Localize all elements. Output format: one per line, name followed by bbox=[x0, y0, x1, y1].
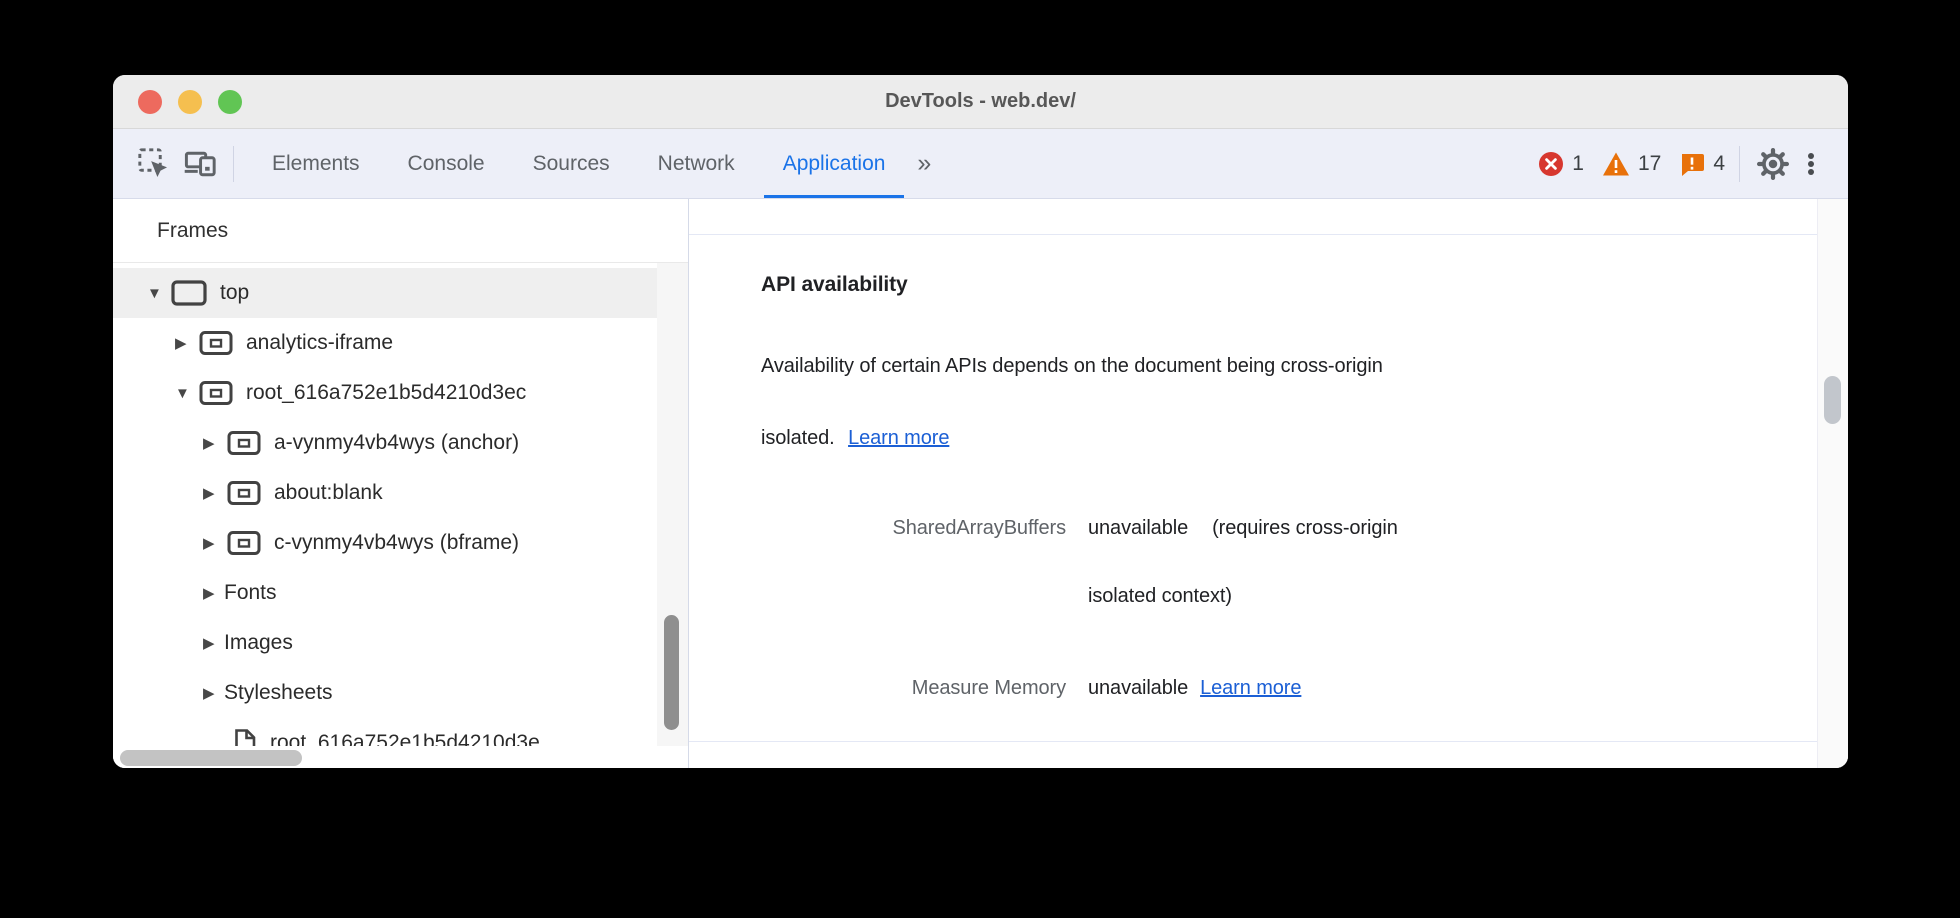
iframe-icon bbox=[227, 530, 261, 556]
more-tabs-button[interactable]: » bbox=[909, 149, 941, 178]
close-window-button[interactable] bbox=[138, 89, 162, 114]
window-controls bbox=[138, 89, 242, 114]
tab-console[interactable]: Console bbox=[407, 151, 485, 175]
kebab-menu-icon bbox=[1798, 147, 1824, 181]
devtools-window: DevTools - web.dev/ Ele bbox=[113, 75, 1848, 768]
expander-right-icon[interactable]: ▶ bbox=[203, 485, 215, 502]
section-heading: API availability bbox=[761, 273, 908, 296]
expander-right-icon[interactable]: ▶ bbox=[203, 535, 215, 552]
tree-item-stylesheets[interactable]: ▶ Stylesheets bbox=[203, 681, 333, 704]
sidebar-horizontal-scrollbar[interactable] bbox=[113, 746, 688, 768]
tab-application[interactable]: Application bbox=[759, 129, 910, 198]
iframe-icon bbox=[199, 380, 233, 406]
tree-item-analytics-iframe[interactable]: ▶ analytics-iframe bbox=[175, 330, 394, 356]
description-line-2: isolated. Learn more bbox=[761, 427, 950, 449]
frames-sidebar: Frames ▼ top ▶ analytics-iframe bbox=[113, 199, 689, 768]
toolbar-divider bbox=[233, 145, 234, 182]
issues-count: 4 bbox=[1713, 151, 1725, 175]
status-badges: 1 17 bbox=[1520, 142, 1830, 186]
frames-tree: ▼ top ▶ analytics-iframe ▼ bbox=[113, 263, 688, 768]
iframe-icon bbox=[227, 480, 261, 506]
api-row-measure-memory: Measure Memory unavailable Learn more bbox=[761, 654, 1848, 722]
section-description: Availability of certain APIs depends on … bbox=[761, 330, 1848, 474]
expander-down-icon[interactable]: ▼ bbox=[175, 384, 190, 402]
warning-count: 17 bbox=[1637, 151, 1662, 175]
main-vertical-scrollbar[interactable] bbox=[1817, 199, 1848, 768]
iframe-icon bbox=[227, 430, 261, 456]
expander-right-icon[interactable]: ▶ bbox=[203, 685, 215, 702]
expander-right-icon[interactable]: ▶ bbox=[203, 585, 215, 602]
devtools-toolbar: Elements Console Sources Network Applica… bbox=[113, 129, 1848, 199]
section-divider bbox=[689, 234, 1817, 235]
frame-icon bbox=[171, 279, 207, 307]
toggle-device-toolbar-button[interactable] bbox=[181, 142, 219, 186]
description-line-1: Availability of certain APIs depends on … bbox=[761, 355, 1383, 377]
api-availability-panel: API availability Availability of certain… bbox=[689, 199, 1848, 768]
learn-more-link[interactable]: Learn more bbox=[1200, 677, 1302, 699]
minimize-window-button[interactable] bbox=[178, 89, 202, 114]
sidebar-vertical-scrollbar-thumb[interactable] bbox=[664, 615, 679, 730]
issues-icon bbox=[1679, 151, 1705, 177]
window-title: DevTools - web.dev/ bbox=[885, 90, 1076, 112]
settings-gear-icon bbox=[1756, 147, 1790, 181]
inspect-icon bbox=[137, 147, 171, 181]
section-divider bbox=[689, 741, 1817, 742]
api-name: SharedArrayBuffers bbox=[892, 517, 1067, 539]
api-row-sharedarraybuffers: SharedArrayBuffers unavailable (requires … bbox=[761, 494, 1848, 630]
api-availability-section: API availability Availability of certain… bbox=[689, 273, 1848, 722]
learn-more-link[interactable]: Learn more bbox=[848, 427, 950, 449]
panel-tabs: Elements Console Sources Network Applica… bbox=[248, 129, 909, 198]
tree-item-fonts[interactable]: ▶ Fonts bbox=[203, 581, 277, 604]
panel-content: Frames ▼ top ▶ analytics-iframe bbox=[113, 199, 1848, 768]
tree-item-images[interactable]: ▶ Images bbox=[203, 631, 293, 654]
toolbar-divider bbox=[1739, 145, 1740, 182]
error-count: 1 bbox=[1572, 151, 1584, 175]
tab-sources[interactable]: Sources bbox=[532, 151, 610, 175]
tree-item-anchor-frame[interactable]: ▶ a-vynmy4vb4wys (anchor) bbox=[203, 430, 520, 456]
availability-value: unavailable bbox=[1088, 677, 1189, 699]
sidebar-horizontal-scrollbar-thumb[interactable] bbox=[120, 750, 302, 766]
warnings-badge[interactable]: 17 bbox=[1602, 151, 1661, 177]
tree-item-root-frame[interactable]: ▼ root_616a752e1b5d4210d3ec bbox=[175, 380, 527, 406]
api-name: Measure Memory bbox=[911, 677, 1066, 699]
device-toolbar-icon bbox=[183, 147, 217, 181]
availability-value: unavailable bbox=[1088, 517, 1189, 539]
iframe-icon bbox=[199, 330, 233, 356]
tree-item-about-blank[interactable]: ▶ about:blank bbox=[203, 480, 383, 506]
settings-button[interactable] bbox=[1754, 142, 1792, 186]
availability-note: (requires cross-origin bbox=[1212, 517, 1398, 539]
issues-badge[interactable]: 4 bbox=[1679, 151, 1725, 177]
tab-network[interactable]: Network bbox=[657, 151, 735, 175]
frames-section-title: Frames bbox=[113, 199, 688, 263]
api-status-line-1: unavailable (requires cross-origin bbox=[1088, 494, 1848, 562]
expander-right-icon[interactable]: ▶ bbox=[175, 335, 187, 352]
sidebar-vertical-scrollbar[interactable] bbox=[657, 263, 688, 746]
error-icon bbox=[1538, 151, 1564, 177]
chevron-double-right-icon: » bbox=[917, 149, 934, 177]
api-status: unavailable Learn more bbox=[1088, 654, 1848, 722]
more-options-button[interactable] bbox=[1792, 142, 1830, 186]
api-status-line-2: isolated context) bbox=[1088, 585, 1232, 607]
tree-item-top[interactable]: ▼ top bbox=[113, 268, 688, 318]
errors-badge[interactable]: 1 bbox=[1538, 151, 1584, 177]
main-vertical-scrollbar-thumb[interactable] bbox=[1824, 376, 1841, 424]
inspect-element-button[interactable] bbox=[135, 142, 173, 186]
tab-elements[interactable]: Elements bbox=[272, 151, 360, 175]
title-bar: DevTools - web.dev/ bbox=[113, 75, 1848, 129]
warning-icon bbox=[1602, 151, 1630, 177]
zoom-window-button[interactable] bbox=[218, 89, 242, 114]
previous-section-spacer bbox=[689, 199, 1848, 234]
expander-down-icon[interactable]: ▼ bbox=[147, 284, 162, 302]
expander-right-icon[interactable]: ▶ bbox=[203, 635, 215, 652]
api-status: unavailable (requires cross-origin isolat… bbox=[1088, 494, 1848, 630]
expander-right-icon[interactable]: ▶ bbox=[203, 435, 215, 452]
tree-item-bframe[interactable]: ▶ c-vynmy4vb4wys (bframe) bbox=[203, 530, 520, 556]
